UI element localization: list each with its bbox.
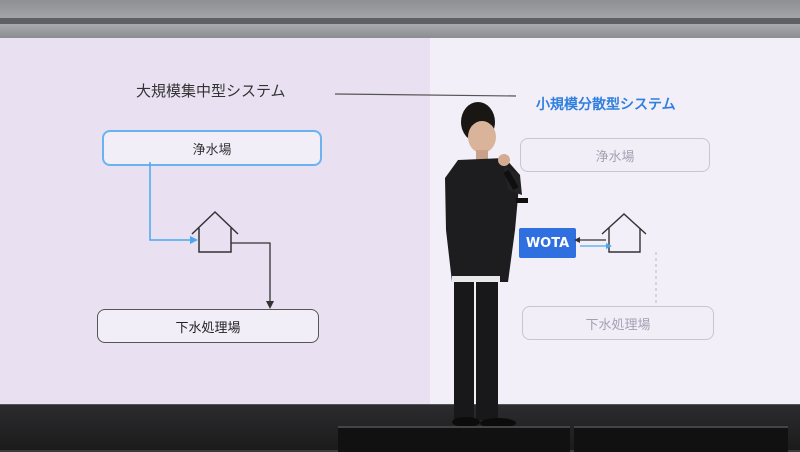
presenter-left-leg [454, 280, 474, 420]
presenter-right-shoe [480, 418, 516, 428]
right-title: 小規模分散型システム [536, 97, 676, 113]
water-supply-line [149, 162, 190, 241]
stage-monitor-left [338, 426, 570, 452]
presenter-right-leg [476, 280, 498, 420]
clicker-icon [516, 198, 528, 203]
house-icon-right [601, 213, 647, 253]
ceiling-beam [0, 18, 800, 24]
wota-arrowhead-left [574, 237, 580, 243]
presenter-jacket [445, 158, 520, 282]
presenter-shirt-hem [452, 276, 500, 282]
wota-badge: WOTA [519, 228, 576, 258]
microphone-icon [503, 169, 519, 191]
slide-left-panel [0, 38, 430, 410]
projection-screen: 大規模集中型システム 小規模分散型システム 浄水場 下水処理場 浄水場 下水処理… [0, 38, 800, 410]
left-sewage-plant-box: 下水処理場 [97, 309, 319, 343]
title-connector-line [334, 93, 517, 97]
water-supply-arrowhead [190, 236, 198, 244]
house-icon-left [191, 210, 239, 253]
wota-arrowhead-right [606, 243, 612, 249]
presenter-neck [476, 150, 488, 160]
presenter-hand [498, 154, 510, 166]
left-water-plant-box: 浄水場 [102, 130, 322, 166]
presenter-left-shoe [452, 417, 480, 427]
sewage-arrowhead [266, 301, 274, 309]
presenter-face [468, 121, 496, 153]
sewage-line [231, 242, 271, 303]
right-sewage-plant-box: 下水処理場 [522, 306, 714, 340]
stage-monitor-right [574, 426, 788, 452]
diagram-lines [149, 93, 657, 309]
right-water-plant-box: 浄水場 [520, 138, 710, 172]
left-title: 大規模集中型システム [136, 82, 286, 100]
